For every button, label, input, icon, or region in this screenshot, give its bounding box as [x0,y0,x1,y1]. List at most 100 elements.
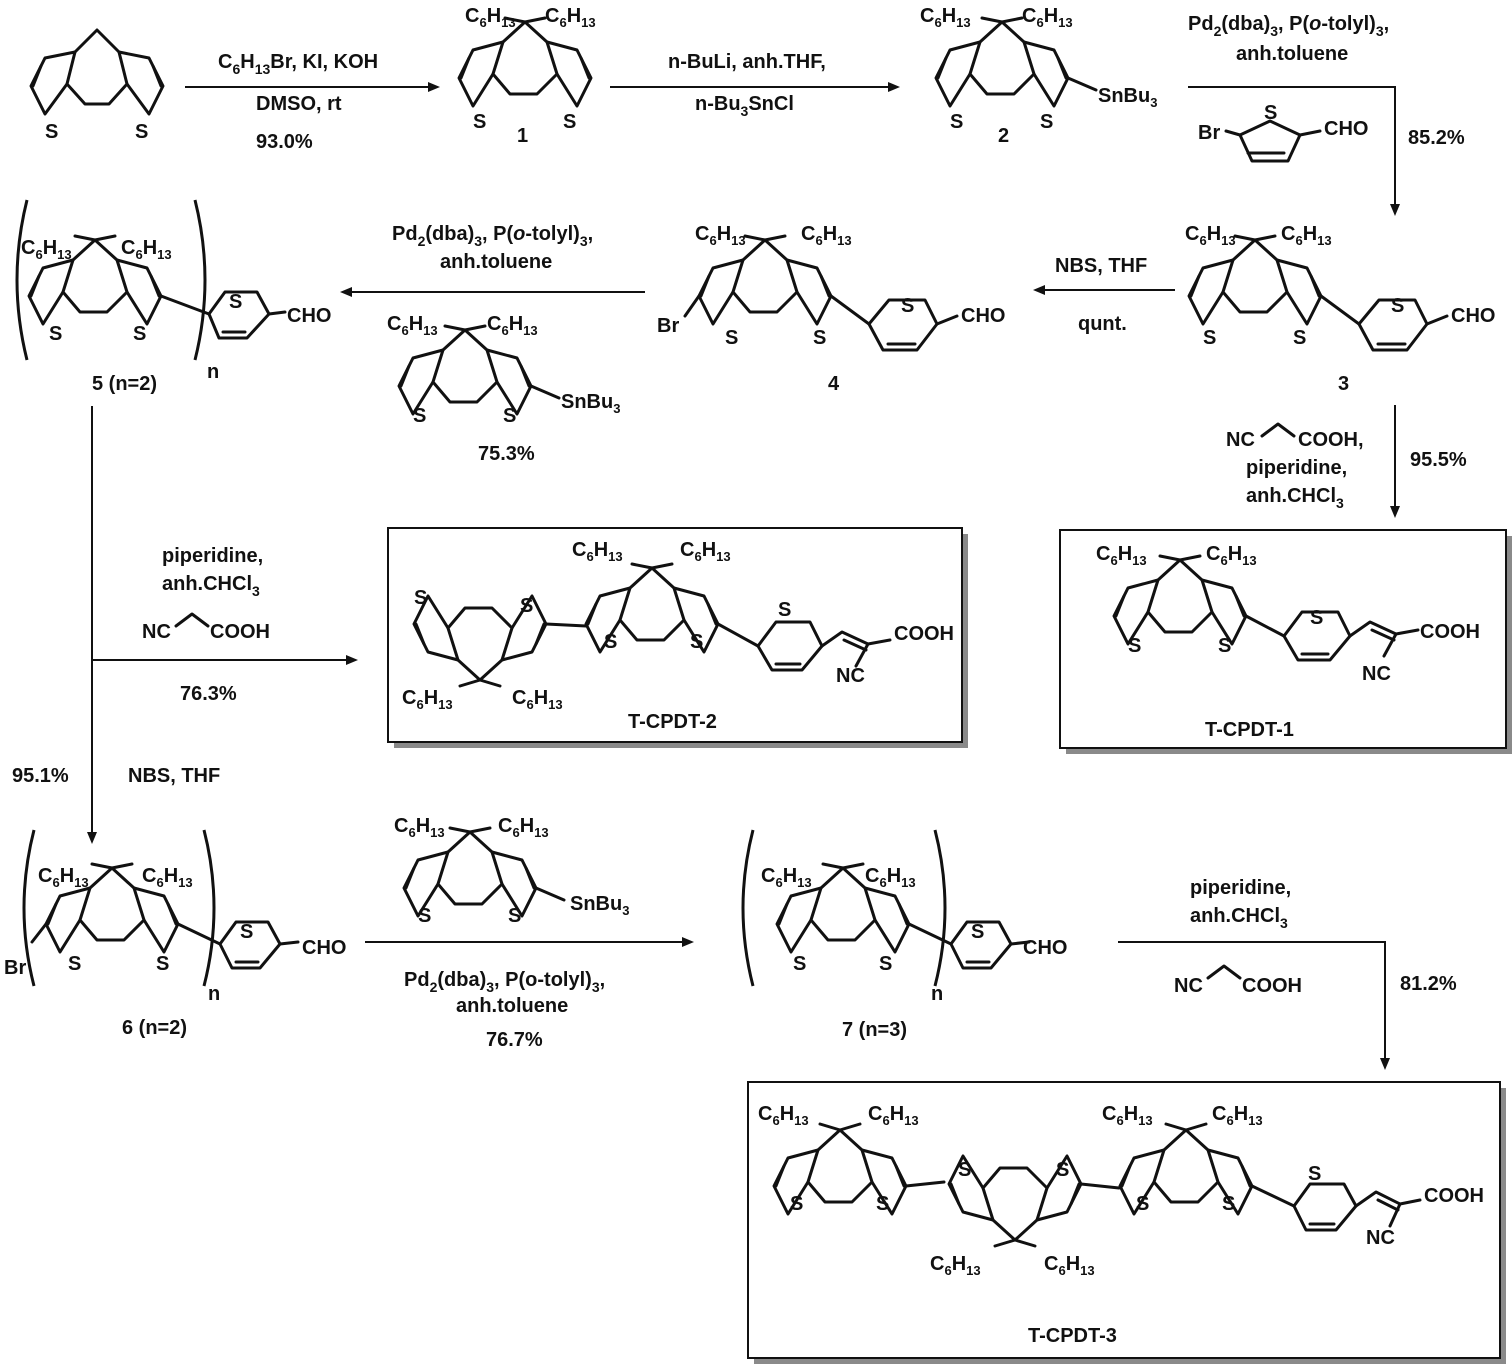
svg-text:n: n [931,983,943,1005]
svg-text:S: S [1264,102,1277,124]
svg-text:S: S [1136,1193,1149,1215]
step3-line2: anh.toluene [1236,43,1348,65]
product-box-t-cpdt-1 [1059,529,1507,749]
compound-t-cpdt-2: S S C6H13 C6H13 C6H13 C6H13 S S S COOH N… [402,539,954,712]
svg-text:S: S [473,111,486,133]
svg-text:C6H13: C6H13 [1206,543,1257,568]
svg-text:S: S [1310,607,1323,629]
svg-text:C6H13: C6H13 [761,865,812,890]
svg-text:S: S [1056,1159,1069,1181]
svg-text:COOH: COOH [894,623,954,645]
svg-text:n: n [207,361,219,383]
svg-text:C6H13: C6H13 [920,5,971,30]
svg-text:S: S [958,1159,971,1181]
svg-text:C6H13: C6H13 [1096,543,1147,568]
svg-text:C6H13: C6H13 [402,687,453,712]
svg-text:S: S [156,953,169,975]
compound-5-label: 5 (n=2) [92,373,157,395]
svg-text:C6H13: C6H13 [38,865,89,890]
svg-text:CHO: CHO [1324,118,1368,140]
svg-text:S: S [778,599,791,621]
step7-line2: anh.CHCl3 [162,573,260,599]
svg-text:S: S [813,327,826,349]
svg-text:C6H13: C6H13 [465,5,516,30]
svg-text:Br: Br [4,957,26,979]
step2-line1: n-BuLi, anh.THF, [668,51,826,73]
svg-text:S: S [520,595,533,617]
svg-text:C6H13: C6H13 [1185,223,1236,248]
svg-text:C6H13: C6H13 [865,865,916,890]
svg-text:C6H13: C6H13 [868,1103,919,1128]
svg-text:S: S [1308,1163,1321,1185]
step5-line1: Pd2(dba)3, P(o-tolyl)3, [392,223,593,249]
svg-text:C6H13: C6H13 [1044,1253,1095,1278]
svg-text:C6H13: C6H13 [801,223,852,248]
step8-reagent: NBS, THF [128,765,220,787]
svg-text:S: S [879,953,892,975]
svg-text:NC: NC [1366,1227,1395,1249]
stannyl-cpdt-reagent-2: C6H13 C6H13 S S SnBu3 [394,815,629,927]
compound-4: C6H13 C6H13 Br S S S CHO [657,223,1005,352]
svg-text:NC: NC [1362,663,1391,685]
compound-t-cpdt-1: C6H13 C6H13 S S S COOH NC [1096,543,1480,685]
step1-solvent: DMSO, rt [256,93,342,115]
compound-2: C6H13 C6H13 S S SnBu3 [920,5,1157,133]
svg-text:S: S [133,323,146,345]
stannyl-cpdt-reagent: C6H13 C6H13 S S SnBu3 [387,313,620,427]
step6-reagent-cooh: COOH, [1298,429,1364,451]
step10-yield: 81.2% [1400,973,1457,995]
sulfur-label: S [135,121,148,143]
svg-text:C6H13: C6H13 [121,237,172,262]
step7-reagent-nc: NC [142,621,171,643]
svg-text:C6H13: C6H13 [487,313,538,338]
step6-yield: 95.5% [1410,449,1467,471]
svg-text:S: S [1128,635,1141,657]
svg-text:C6H13: C6H13 [758,1103,809,1128]
compound-7: C6H13 C6H13 S S S CHO n [741,829,1067,1005]
step2-line2: n-Bu3SnCl [695,93,794,119]
compound-t-cpdt-1-label: T-CPDT-1 [1205,719,1294,741]
arrow-step3 [1188,86,1396,210]
svg-text:C6H13: C6H13 [142,865,193,890]
arrow-step10 [1118,941,1386,1064]
svg-text:S: S [690,631,703,653]
svg-text:C6H13: C6H13 [512,687,563,712]
step8-yield: 95.1% [12,765,69,787]
compound-4-label: 4 [828,373,840,395]
step5-line2: anh.toluene [440,251,552,273]
svg-text:S: S [1218,635,1231,657]
step1-yield: 93.0% [256,131,313,153]
compound-6: C6H13 C6H13 Br S S S CHO n [4,829,346,1005]
step10-reagent-nc: NC [1174,975,1203,997]
svg-text:S: S [1040,111,1053,133]
step10-reagent-cooh: COOH [1242,975,1302,997]
svg-text:Br: Br [657,315,679,337]
svg-text:COOH: COOH [1424,1185,1484,1207]
product-box-t-cpdt-3 [747,1081,1501,1359]
svg-text:C6H13: C6H13 [680,539,731,564]
svg-text:C6H13: C6H13 [21,237,72,262]
svg-text:CHO: CHO [302,937,346,959]
svg-text:S: S [1293,327,1306,349]
svg-text:NC: NC [836,665,865,687]
svg-text:S: S [1203,327,1216,349]
svg-text:CHO: CHO [961,305,1005,327]
sulfur-label: S [45,121,58,143]
svg-text:CHO: CHO [1451,305,1495,327]
svg-text:S: S [901,295,914,317]
svg-text:S: S [876,1193,889,1215]
compound-t-cpdt-3: C6H13 C6H13 S S S S C6H13 C6H13 [758,1103,1484,1278]
svg-text:SnBu3: SnBu3 [561,391,620,416]
svg-text:S: S [971,921,984,943]
svg-text:SnBu3: SnBu3 [1098,85,1157,110]
compound-1: C6H13 C6H13 S S [457,5,596,133]
step9-line2: anh.toluene [456,995,568,1017]
step4-yield: qunt. [1078,313,1127,335]
bromothiophene-aldehyde: Br S CHO [1198,102,1368,163]
compound-2-label: 2 [998,125,1009,147]
step6-line1: piperidine, [1246,457,1347,479]
compound-6-label: 6 (n=2) [122,1017,187,1039]
product-box-t-cpdt-2 [387,527,963,743]
svg-text:C6H13: C6H13 [545,5,596,30]
